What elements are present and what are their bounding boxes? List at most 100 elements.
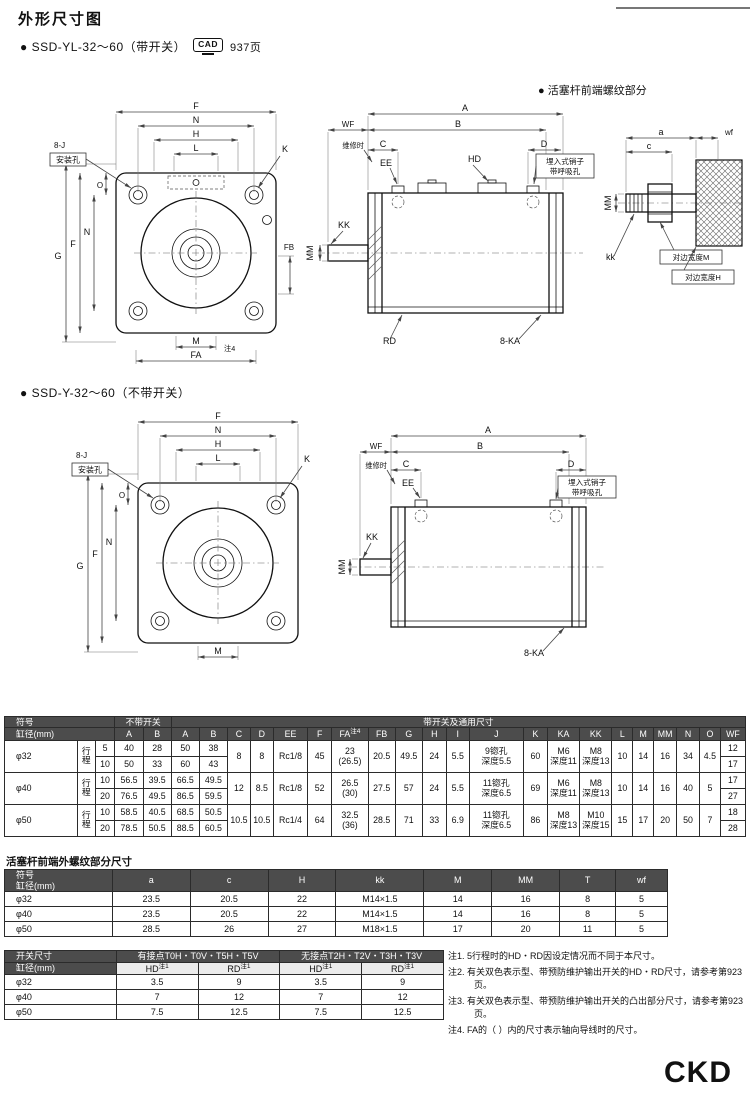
dim-label-FA: FA <box>190 350 201 360</box>
dim-label-F: F <box>215 411 221 421</box>
col-header-FA: FA注4 <box>331 727 369 741</box>
col-header-HD: HD注1 <box>115 961 199 976</box>
notes: 注1. 5行程时的HD・RD因设定情况而不同于本尺寸。 注2. 有关双色表示型、… <box>448 950 748 1039</box>
table-cell: 5 <box>698 771 721 805</box>
table-cell: 78.5 <box>114 819 144 837</box>
col-header: H <box>421 727 447 741</box>
col-header: A <box>114 727 144 741</box>
dim-label-C: C <box>380 139 387 149</box>
rod-thread-dimensions: a c wf MM kk 对边宽度M 对边宽度H <box>603 127 735 285</box>
header-bore: 缸径(mm) <box>4 961 117 976</box>
table-cell: 8 <box>249 739 274 773</box>
table-row: φ40 23.5 20.5 22 M14×1.5 14 16 8 5 <box>4 906 668 923</box>
dim-label-O: O <box>119 491 125 500</box>
table-cell: 10 <box>611 739 634 773</box>
bore-cell: φ32 <box>4 739 78 773</box>
header-symbol: 符号 <box>3 715 116 729</box>
table-cell: 16 <box>491 891 561 908</box>
front-view-without-switch-drawing: F N H L G F N O 8-J 安装孔 K <box>71 411 310 660</box>
table-cell: 88.5 <box>170 819 200 837</box>
dim-label-a: a <box>658 127 663 137</box>
table-cell: 23.5 <box>111 891 191 908</box>
table-cell: 57 <box>394 771 423 805</box>
mount-hole-label: 安装孔 <box>78 465 102 475</box>
table-cell: 86.5 <box>170 787 200 805</box>
col-header: c <box>189 868 269 893</box>
dim-label-G: G <box>54 251 61 261</box>
breathing-hole-label: 带呼吸孔 <box>550 166 581 176</box>
model-line-without-switch: ● SSD-Y-32～60（不带开关） <box>20 384 190 401</box>
dim-label-H: H <box>193 129 200 139</box>
dim-label-RD: RD <box>383 336 396 346</box>
table-row: φ32 23.5 20.5 22 M14×1.5 14 16 8 5 <box>4 891 668 908</box>
side-dimensions: A WF B C D 维修时 EE 埋入式销子 带呼吸孔 KK MM 8 <box>337 425 617 658</box>
table-cell: 8.5 <box>249 771 274 805</box>
bore-cell: φ40 <box>4 989 117 1006</box>
table-cell: 49.5 <box>198 771 228 789</box>
side-dimensions: A WF B C D 维修时 EE HD 埋入式销子 带呼吸孔 KK <box>305 103 595 346</box>
cad-icon: CAD <box>193 38 224 55</box>
dim-label-MM-detail: MM <box>603 196 613 211</box>
cylinder-side-body <box>350 499 606 628</box>
table-cell: 32.5(36) <box>331 803 369 837</box>
table-cell: 5.5 <box>445 771 470 805</box>
table-cell: 15 <box>611 803 634 837</box>
table-cell: 40 <box>114 739 144 757</box>
table-cell: 52 <box>307 771 333 805</box>
table-cell: 26.5(30) <box>331 771 369 805</box>
dim-label-B: B <box>455 119 461 129</box>
table-cell: 26 <box>189 921 269 938</box>
embedded-pin-label: 埋入式销子 <box>568 477 606 487</box>
service-label: 维修时 <box>365 461 387 470</box>
side-view-without-switch-drawing: A WF B C D 维修时 EE 埋入式销子 带呼吸孔 KK MM 8 <box>337 425 617 658</box>
table-cell: 5.5 <box>445 739 470 773</box>
col-header: FB <box>367 727 396 741</box>
model-label: ● SSD-YL-32～60（带开关） <box>20 40 187 54</box>
table-cell: M18×1.5 <box>335 921 425 938</box>
table-cell: 10 <box>94 771 116 789</box>
table-row: 20 76.5 49.5 86.5 59.5 27 <box>5 787 747 805</box>
mount-hole-label: 安装孔 <box>56 155 80 165</box>
dim-label-M: M <box>192 336 200 346</box>
header-no-switch: 不带开关 <box>114 715 172 729</box>
col-header: wf <box>615 868 668 893</box>
table-cell: 16 <box>653 739 678 773</box>
table-cell: 22 <box>267 906 337 923</box>
dim-label-8J: 8-J <box>76 451 87 460</box>
table-cell: 9 <box>197 974 281 991</box>
table-cell: 16 <box>653 771 678 805</box>
rod-thread-section-label: ● 活塞杆前端螺纹部分 <box>538 85 647 97</box>
dim-label-N: N <box>193 115 200 125</box>
dim-label-K: K <box>282 144 288 154</box>
table-cell: 12.5 <box>361 1004 444 1021</box>
table-row: φ50 7.5 12.5 7.5 12.5 <box>4 1004 444 1021</box>
stroke-label: 行程 <box>76 771 96 805</box>
table-cell: 40 <box>676 771 700 805</box>
table-cell: 28 <box>142 739 172 757</box>
table-cell: 14 <box>423 906 493 923</box>
table-cell: 38 <box>198 739 228 757</box>
table-cell: 12 <box>361 989 444 1006</box>
col-header: WF <box>719 727 747 741</box>
table-cell: 7.5 <box>279 1004 363 1021</box>
table-cell: 11锪孔深度6.5 <box>468 771 524 805</box>
rod-thread-body <box>618 159 744 247</box>
table-cell: Rc1/8 <box>272 739 309 773</box>
table-row: φ50 行程 10 58.5 40.5 68.5 50.5 10.5 10.5 … <box>4 803 747 837</box>
across-flats-H-label: 对边宽度H <box>685 272 721 282</box>
table-cell: 45 <box>307 739 333 773</box>
table-row: 20 78.5 50.5 88.5 60.5 28 <box>5 819 747 837</box>
table-cell: 64 <box>307 803 333 837</box>
model-line-with-switch: ● SSD-YL-32～60（带开关） CAD 937页 <box>20 38 261 55</box>
table-cell: M14×1.5 <box>335 891 425 908</box>
dim-label-EE: EE <box>402 478 414 488</box>
table-cell: 33 <box>421 803 447 837</box>
bore-cell: φ50 <box>4 1004 117 1021</box>
dim-label-O: O <box>97 181 103 190</box>
table-cell: 20.5 <box>367 739 396 773</box>
col-header: MM <box>491 868 561 893</box>
table-cell: 20 <box>94 787 116 805</box>
